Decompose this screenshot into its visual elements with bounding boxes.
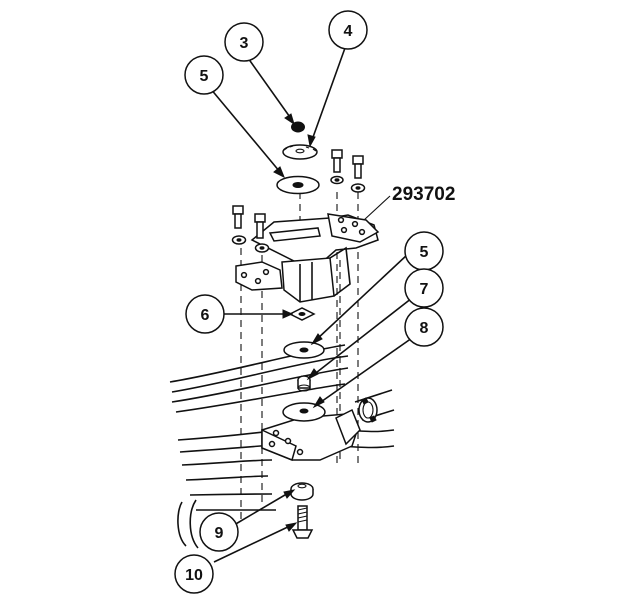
callout-5-top: 5 <box>184 55 224 95</box>
washer-part-5-mid <box>283 341 325 359</box>
callout-6-label: 6 <box>201 307 210 324</box>
washer-part-9 <box>290 482 314 501</box>
washer-part-5-top <box>276 175 320 195</box>
axle-tube <box>354 389 395 423</box>
callout-7-label: 7 <box>420 281 429 298</box>
callout-3-label: 3 <box>240 35 249 52</box>
bolt-part-10 <box>291 505 314 539</box>
bolt-top-right-2 <box>350 155 366 193</box>
nut-part-3 <box>291 121 305 133</box>
callout-5-mid-label: 5 <box>420 244 429 261</box>
bolt-top-right-1 <box>330 149 344 185</box>
callout-5-mid: 5 <box>404 231 444 271</box>
callout-5-top-label: 5 <box>200 68 209 85</box>
square-nut-part-6 <box>288 307 316 321</box>
shock-plate <box>261 408 361 462</box>
leader-lines <box>209 47 413 563</box>
callout-3: 3 <box>224 22 264 62</box>
callout-6: 6 <box>185 294 225 334</box>
shock-body-lower <box>177 499 199 549</box>
callout-4-label: 4 <box>344 23 353 40</box>
callout-8: 8 <box>404 307 444 347</box>
stud-part-7 <box>297 375 311 392</box>
bolt-left-1 <box>231 205 247 245</box>
callout-10: 10 <box>174 554 214 594</box>
part-number-label: 293702 <box>392 184 455 205</box>
callout-4: 4 <box>328 10 368 50</box>
washer-part-4 <box>282 144 318 160</box>
callout-9-label: 9 <box>215 525 224 542</box>
bushing-part-8 <box>282 402 326 422</box>
callout-9: 9 <box>199 512 239 552</box>
callout-7: 7 <box>404 268 444 308</box>
mounting-bracket <box>235 213 380 303</box>
callout-8-label: 8 <box>420 320 429 337</box>
callout-10-label: 10 <box>185 567 203 584</box>
bolt-left-2 <box>254 213 270 253</box>
